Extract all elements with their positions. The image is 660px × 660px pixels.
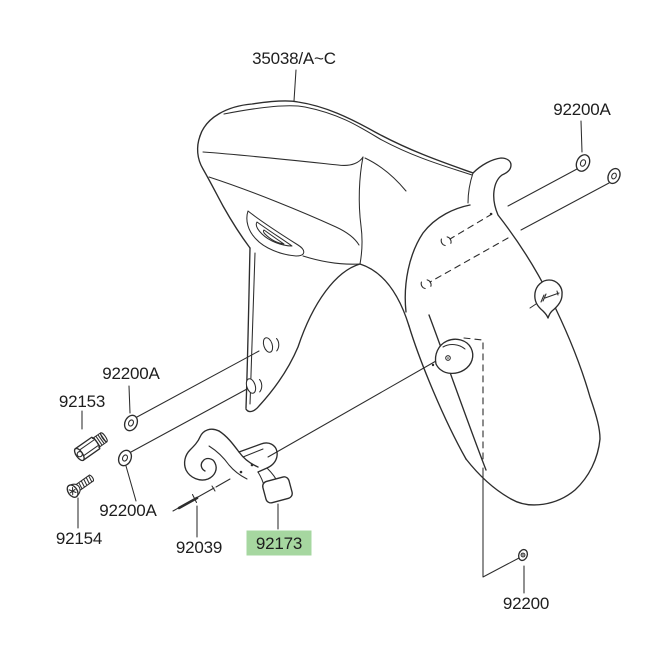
part-label-92154[interactable]: 92154 (56, 529, 102, 548)
fender-top-seam (223, 105, 473, 176)
rear-fender-outline (465, 157, 601, 506)
washer-icon-tr1 (575, 154, 591, 172)
mudflap-band-left (408, 325, 467, 460)
part-label-92039[interactable]: 92039 (176, 538, 222, 557)
dashed-axis-2 (429, 237, 509, 283)
fender-left-edge (196, 135, 251, 249)
leg-hole-upper-mark (275, 337, 280, 352)
rear-panel-top (404, 204, 471, 313)
leg-hole-lower-mark (258, 378, 263, 393)
washer-icon-bottom (517, 548, 529, 562)
leader-washer-bottom-axis (482, 467, 520, 578)
vent-outer (246, 210, 305, 257)
pin-icon (172, 478, 231, 512)
part-label-92200[interactable]: 92200 (503, 594, 549, 613)
part-label-92200A-top-right[interactable]: 92200A (553, 100, 611, 119)
leader-washer-left-lower-axis (130, 388, 248, 453)
vent-mid (255, 221, 293, 247)
leader-washer-left-lower-label (125, 465, 137, 502)
wheel-arch-right (359, 263, 410, 327)
leg-hole-upper (262, 337, 274, 353)
leader-washer-tr2-axis (520, 182, 610, 231)
fender-nose-bottom (359, 225, 363, 265)
washer-icon-left-upper (123, 414, 139, 432)
part-label-35038[interactable]: 35038/A~C (252, 49, 336, 68)
hole-mark-1 (440, 236, 452, 247)
mudflap-band-right (428, 314, 487, 471)
washer-icon-tr2 (607, 167, 621, 185)
part-highlight-box (246, 530, 312, 556)
seam-dot (489, 212, 493, 216)
fender-crease-1 (202, 151, 364, 166)
part-label-92200A-left-upper[interactable]: 92200A (102, 364, 160, 383)
vent-inner (262, 229, 285, 245)
fender-nose-crest (358, 156, 364, 227)
leg-hole-lower (245, 378, 257, 394)
leader-washer-left-upper-axis (136, 350, 260, 418)
leader-lines (77, 69, 610, 594)
part-label-92153[interactable]: 92153 (59, 392, 105, 411)
fender-crease-2 (364, 157, 407, 192)
dashed-axis-1 (449, 213, 493, 240)
leader-bracket-to-tab (267, 360, 437, 458)
leader-washer-left-upper-label (128, 385, 131, 414)
hardware-parts (66, 154, 621, 562)
mounting-tab (431, 338, 474, 375)
hole-mark-2 (420, 279, 432, 290)
rear-fender-drawing (404, 157, 601, 506)
balloon-bolt-icon (529, 279, 563, 319)
bracket-icon (183, 428, 293, 504)
highlighted-part-label[interactable]: 92173 (246, 530, 312, 556)
part-label-92200A-left-lower[interactable]: 92200A (99, 501, 157, 520)
hidden-screw-axes (420, 213, 509, 462)
washer-icon-left-lower (117, 449, 133, 467)
part-labels: 35038/A~C 92200A 92200A 92153 92200A 921… (56, 49, 612, 613)
leader-washer-top-right (580, 120, 583, 153)
tail-inner-seam (467, 172, 474, 204)
part-label-92173[interactable]: 92173 (256, 534, 302, 553)
fender-face-bottom (302, 255, 361, 265)
dashed-axis-3 (463, 337, 484, 462)
front-fender-drawing (196, 100, 474, 413)
wheel-arch-left (245, 263, 361, 413)
leader-fender-label (293, 69, 297, 102)
fender-top-edge (199, 100, 474, 174)
collar-icon (73, 432, 108, 462)
screw-icon (66, 474, 95, 498)
fender-crease-3 (208, 176, 360, 246)
leader-washer-tr1-axis (507, 168, 578, 207)
